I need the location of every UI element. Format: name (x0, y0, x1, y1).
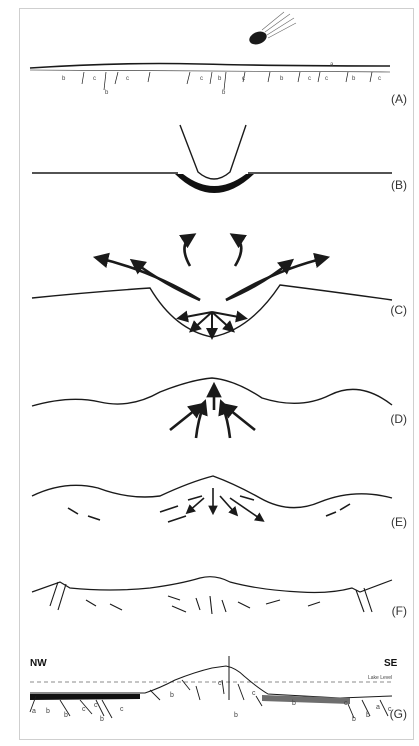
stratum-label-b: b (64, 712, 68, 719)
stratum-label-a: a (376, 704, 380, 711)
panel-a-stratum-line (30, 70, 390, 72)
panel-b-transient-cavity (180, 125, 246, 179)
stratum-label-c: c (200, 76, 203, 82)
stratum-label-b: b (46, 708, 50, 715)
stratum-label-b: b (222, 90, 225, 96)
panel-c-drawing (32, 236, 392, 337)
stratum-label-a: a (330, 62, 333, 68)
panel-a-surface (30, 64, 390, 69)
stratum-label-b: b (366, 712, 370, 719)
panel-label-a: (A) (391, 92, 407, 106)
stratum-label-b: b (62, 76, 65, 82)
panel-label-b: (B) (391, 178, 407, 192)
stratum-label-b: b (170, 692, 174, 699)
stratum-label-c: c (378, 76, 381, 82)
stratum-label-b: b (234, 712, 238, 719)
panel-b-drawing (32, 125, 392, 193)
stratum-label-c: c (242, 76, 245, 82)
stratum-label-b: b (292, 700, 296, 707)
stratum-label-b: b (352, 76, 355, 82)
stratum-label-b: b (280, 76, 283, 82)
panel-label-c: (C) (390, 303, 407, 317)
direction-east-label: SE (384, 658, 397, 669)
panel-d-profile (32, 378, 392, 406)
stratum-label-c: c (388, 706, 392, 713)
stratum-label-c: c (93, 76, 96, 82)
panel-a-drawing (30, 12, 390, 90)
panel-label-e: (E) (391, 515, 407, 529)
stratum-label-c: c (344, 700, 348, 707)
panel-g-profile (30, 666, 392, 698)
stratum-label-c: c (94, 702, 98, 709)
direction-west-label: NW (30, 658, 47, 669)
panel-c-flow-arrows (98, 236, 325, 300)
panel-label-g: (G) (390, 707, 407, 721)
panel-f-faults (50, 582, 372, 614)
panel-e-drawing (32, 476, 392, 522)
panel-e-profile (32, 476, 392, 508)
stratum-label-c: c (120, 706, 124, 713)
stratum-label-c: c (218, 680, 222, 687)
stratum-label-c: c (126, 76, 129, 82)
panel-label-f: (F) (392, 604, 407, 618)
panel-d-uplift-arrows (170, 387, 255, 438)
lake-sediment-left (30, 694, 140, 700)
stratum-label-c: c (82, 706, 86, 713)
stratum-label-b: b (352, 716, 356, 723)
stratum-label-c: c (308, 76, 311, 82)
stratum-label-c: c (252, 690, 256, 697)
stratum-label-b: b (100, 716, 104, 723)
panel-f-profile (32, 577, 392, 593)
stratum-label-b: b (105, 90, 108, 96)
panel-e-faults (68, 496, 350, 522)
panel-d-drawing (32, 378, 392, 438)
stratum-label-c: c (325, 76, 328, 82)
panel-b-shock-front (175, 174, 254, 193)
lake-level-label: Lake Level (368, 675, 392, 681)
stratum-label-a: a (32, 708, 36, 715)
stratum-label-b: b (218, 76, 221, 82)
panel-label-d: (D) (390, 412, 407, 426)
meteorite-trail (262, 12, 296, 38)
panel-f-drawing (32, 577, 392, 614)
panel-c-radial-arrows (180, 312, 244, 336)
